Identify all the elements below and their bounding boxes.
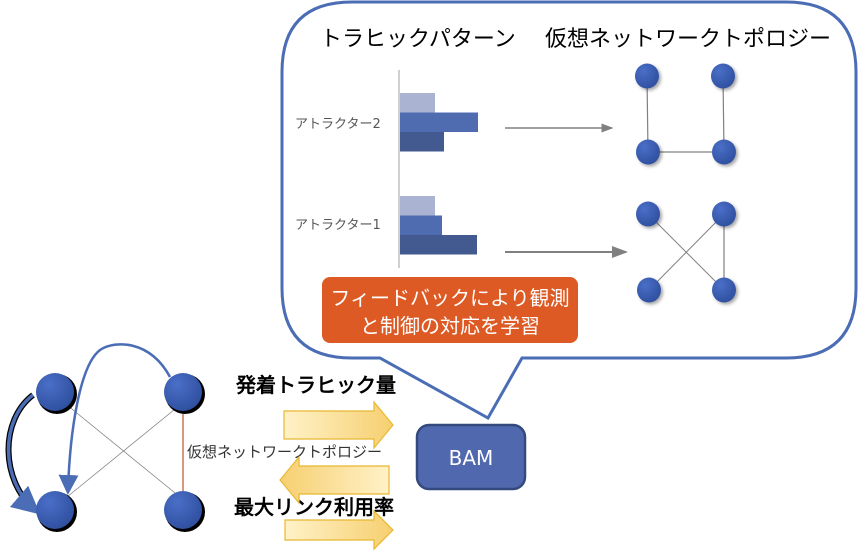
node <box>636 139 660 165</box>
topology-attractor-2 <box>635 63 736 165</box>
node <box>712 277 736 303</box>
bar-attractor-1-3 <box>400 235 477 255</box>
topology-attractor-1 <box>636 201 736 303</box>
traffic-volume-label: 発着トラヒック量 <box>235 373 396 397</box>
bar-attractor-2-3 <box>400 132 444 152</box>
flow-arrow-left <box>6 393 41 515</box>
node <box>711 63 735 89</box>
bar-attractor-1-1 <box>400 196 435 216</box>
bam-label: BAM <box>449 446 494 470</box>
node <box>712 139 736 165</box>
node <box>164 491 202 529</box>
arrow-linkutil-to-bam <box>284 509 394 551</box>
node <box>36 491 74 529</box>
node <box>712 201 736 227</box>
bar-attractor-1-2 <box>400 215 442 235</box>
physical-network <box>5 343 205 532</box>
vnt-label: 仮想ネットワークトポロジー <box>187 443 382 461</box>
arrow-vnt-from-bam <box>279 455 390 505</box>
node <box>36 373 74 411</box>
node <box>635 63 659 89</box>
feedback-line-1: フィードバックにより観測 <box>330 286 569 310</box>
node <box>164 373 202 411</box>
flow-arrow-top <box>58 343 172 495</box>
attractor-1-label: アトラクター1 <box>295 218 381 233</box>
link-util-label: 最大リンク利用率 <box>234 495 394 519</box>
attractor-2-label: アトラクター2 <box>295 117 381 132</box>
bar-groups <box>400 93 478 255</box>
feedback-box <box>322 277 578 343</box>
vnt-title: 仮想ネットワークトポロジー <box>545 27 831 52</box>
arrow-traffic-to-bam <box>283 400 394 450</box>
feedback-line-2: と制御の対応を学習 <box>360 314 540 338</box>
bar-attractor-2-2 <box>400 112 478 132</box>
node <box>636 201 660 227</box>
traffic-pattern-title: トラヒックパターン <box>320 27 516 52</box>
bam-box <box>415 423 527 491</box>
callout-bubble <box>280 0 858 421</box>
bar-attractor-2-1 <box>400 93 435 113</box>
node <box>637 277 661 303</box>
